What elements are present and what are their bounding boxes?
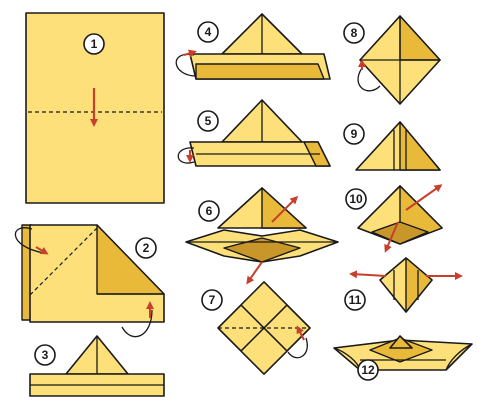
step-8-figure: 8 bbox=[344, 16, 440, 104]
step-7-figure: 7 bbox=[202, 282, 310, 374]
step-7-label: 7 bbox=[209, 293, 216, 307]
step-7-badge: 7 bbox=[202, 290, 222, 310]
step-3-figure: 3 bbox=[30, 336, 164, 396]
step-4-badge: 4 bbox=[198, 22, 218, 42]
step-11-label: 11 bbox=[349, 293, 362, 307]
step-6-figure: 6 bbox=[186, 188, 338, 282]
step-2-label: 2 bbox=[143, 241, 150, 255]
step-10-label: 10 bbox=[349, 192, 363, 206]
step-8-label: 8 bbox=[351, 26, 358, 40]
fold-arrow bbox=[352, 274, 386, 276]
step-12-label: 12 bbox=[361, 363, 375, 377]
step-5-figure: 5 bbox=[178, 100, 330, 166]
step-1-label: 1 bbox=[91, 37, 98, 51]
step-1-figure: 1 bbox=[26, 13, 164, 203]
step-6-label: 6 bbox=[206, 204, 213, 218]
step-2-figure: 2 bbox=[15, 225, 164, 337]
step-3-badge: 3 bbox=[35, 345, 55, 365]
step-10-badge: 10 bbox=[346, 189, 366, 209]
step-9-label: 9 bbox=[351, 127, 358, 141]
fold-arrow bbox=[248, 262, 262, 282]
step-9-figure: 9 bbox=[344, 122, 440, 170]
step-5-badge: 5 bbox=[198, 111, 218, 131]
step-1-badge: 1 bbox=[84, 34, 104, 54]
step-11-badge: 11 bbox=[345, 290, 365, 310]
step-10-figure: 10 bbox=[346, 186, 442, 250]
step-2-badge: 2 bbox=[136, 238, 156, 258]
step-5-label: 5 bbox=[205, 114, 212, 128]
step-8-badge: 8 bbox=[344, 23, 364, 43]
step-11-figure: 11 bbox=[345, 258, 460, 312]
step-12-badge: 12 bbox=[358, 360, 378, 380]
step-4-label: 4 bbox=[205, 25, 212, 39]
step-3-label: 3 bbox=[42, 348, 49, 362]
step-9-badge: 9 bbox=[344, 124, 364, 144]
step-4-figure: 4 bbox=[176, 14, 330, 79]
step-6-badge: 6 bbox=[199, 201, 219, 221]
step-12-figure: 12 bbox=[334, 336, 472, 380]
